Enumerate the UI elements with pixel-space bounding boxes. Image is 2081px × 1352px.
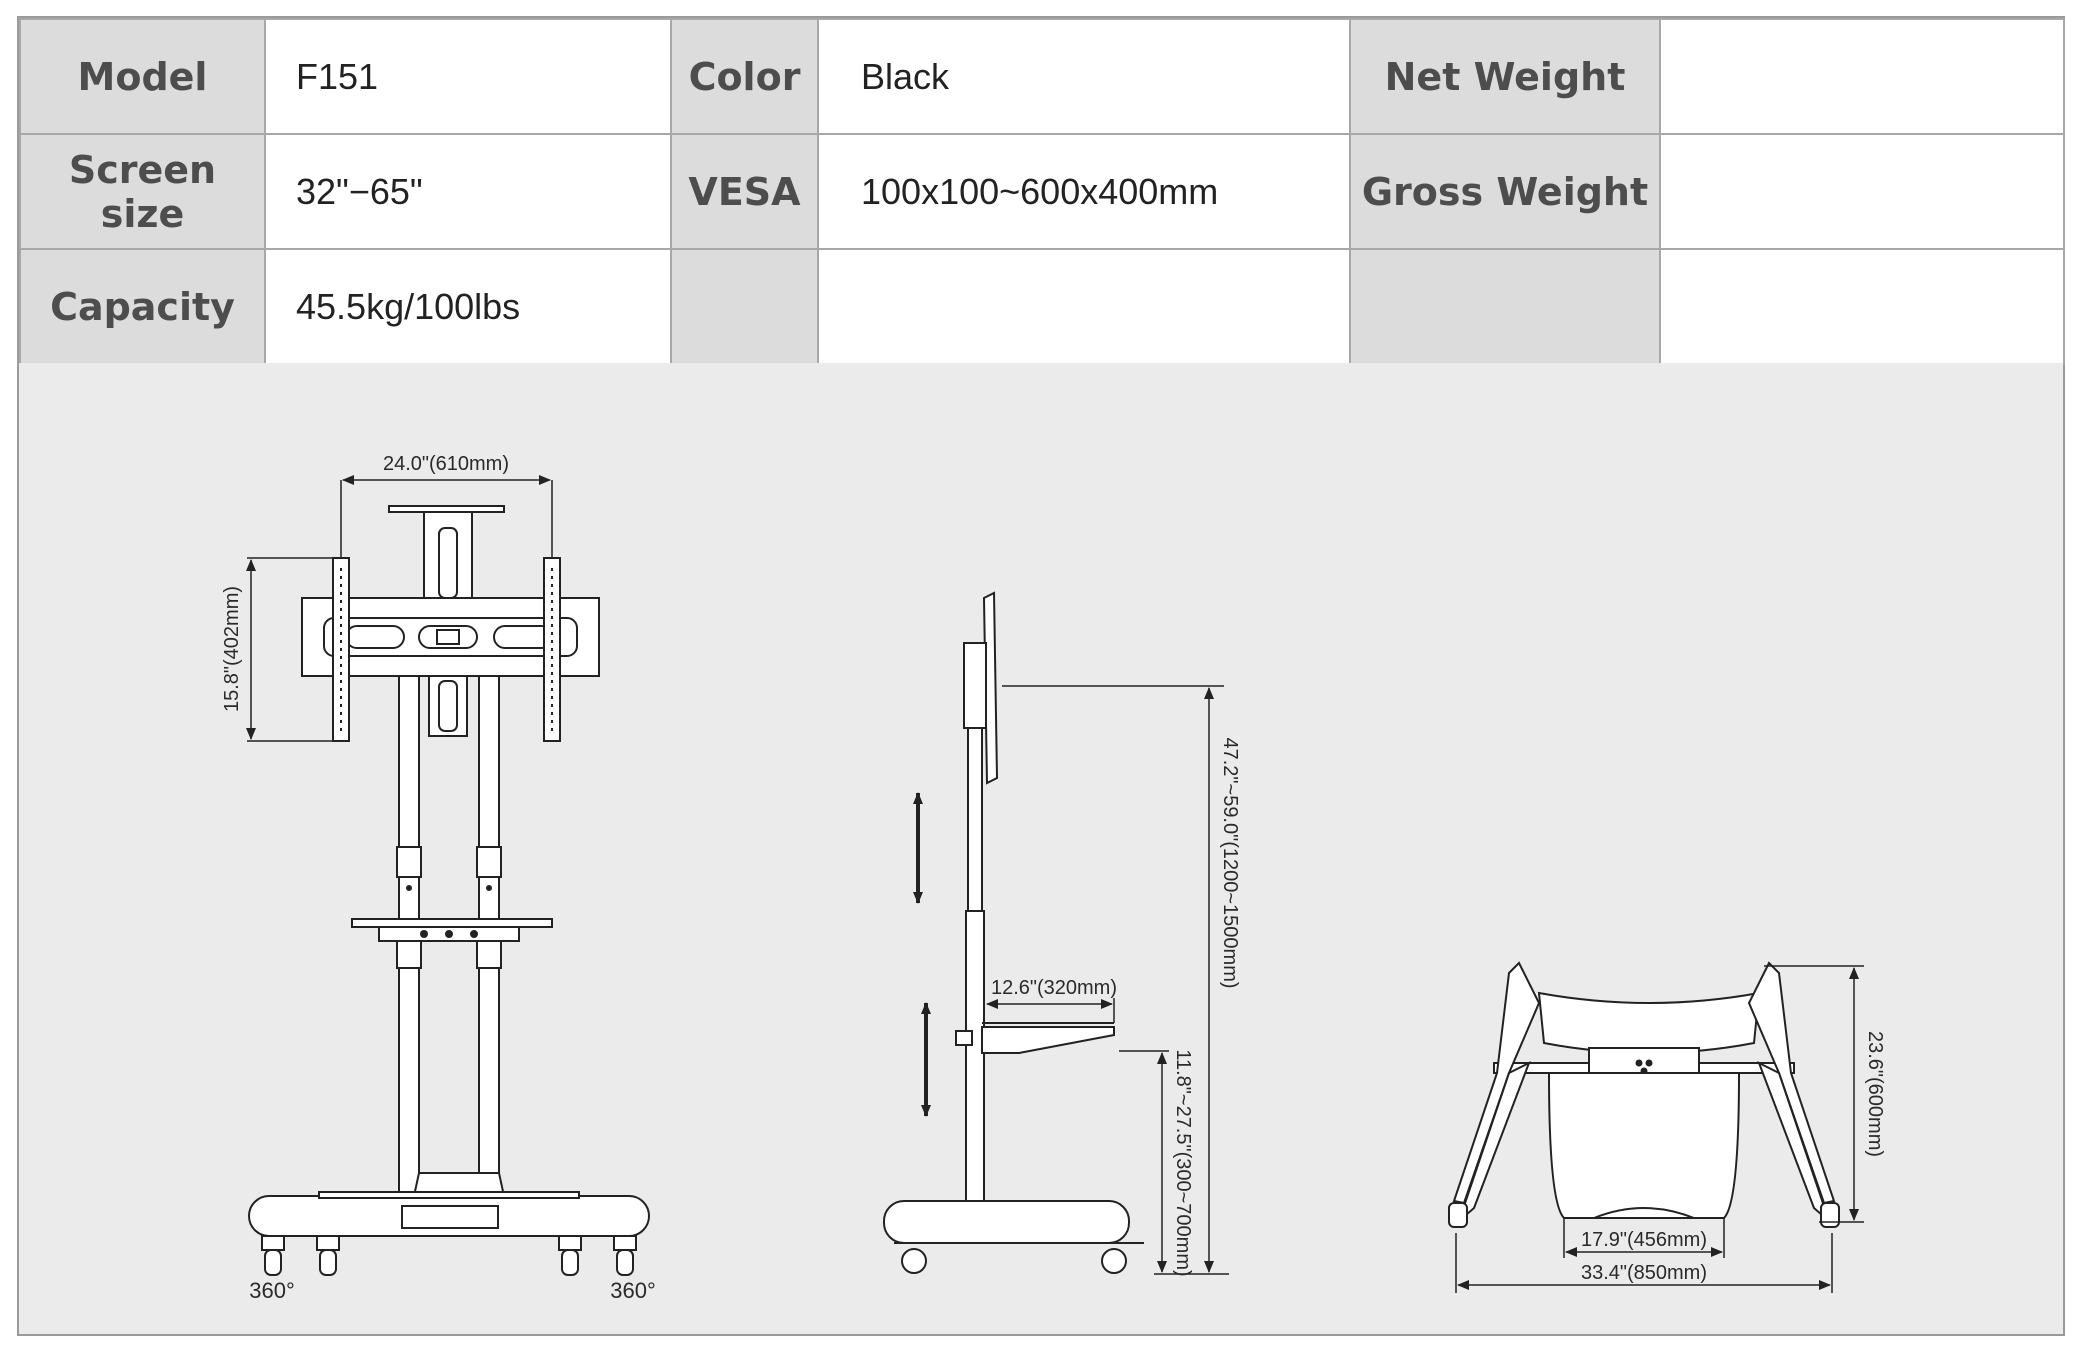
table-row: Model F151 Color Black Net Weight [19, 18, 2065, 135]
base-outer-width-dimension: 33.4"(850mm) [1581, 1262, 1707, 1284]
technical-drawing-area: 24.0"(610mm) 15.8"(402mm) 360° 360° [19, 363, 2063, 1334]
empty-label-cell [1349, 248, 1661, 365]
spec-table: Model F151 Color Black Net Weight Screen… [19, 18, 2065, 365]
technical-drawings: 24.0"(610mm) 15.8"(402mm) 360° 360° [221, 453, 1886, 1303]
empty-value-cell [1659, 248, 2065, 365]
vesa-value: 100x100~600x400mm [817, 133, 1351, 250]
base-inner-width-dimension: 17.9"(456mm) [1581, 1229, 1707, 1251]
screen-size-value: 32"−65" [264, 133, 672, 250]
color-value: Black [817, 18, 1351, 135]
base-view-drawing [1448, 961, 1864, 1293]
side-view-drawing [883, 591, 1229, 1275]
table-row: Screen size 32"−65" VESA 100x100~600x400… [19, 133, 2065, 250]
left-caster-rotation: 360° [249, 1278, 295, 1303]
spec-sheet: Model F151 Color Black Net Weight Screen… [17, 16, 2065, 1336]
screen-size-label: Screen size [19, 133, 266, 250]
shelf-height-dimension: 11.8"~27.5"(300~700mm) [1172, 1049, 1194, 1276]
front-height-dimension: 15.8"(402mm) [221, 586, 243, 712]
gross-weight-value [1659, 133, 2065, 250]
table-row: Capacity 45.5kg/100lbs [19, 248, 2065, 365]
front-view-drawing [246, 475, 650, 1276]
model-value: F151 [264, 18, 672, 135]
model-label: Model [19, 18, 266, 135]
gross-weight-label: Gross Weight [1349, 133, 1661, 250]
vesa-label: VESA [670, 133, 819, 250]
empty-value-cell [817, 248, 1351, 365]
capacity-label: Capacity [19, 248, 266, 365]
color-label: Color [670, 18, 819, 135]
empty-label-cell [670, 248, 819, 365]
front-width-dimension: 24.0"(610mm) [383, 453, 509, 475]
base-depth-dimension: 23.6"(600mm) [1864, 1031, 1886, 1157]
capacity-value: 45.5kg/100lbs [264, 248, 672, 365]
shelf-depth-dimension: 12.6"(320mm) [991, 977, 1117, 999]
net-weight-label: Net Weight [1349, 18, 1661, 135]
right-caster-rotation: 360° [610, 1278, 656, 1303]
net-weight-value [1659, 18, 2065, 135]
total-height-dimension: 47.2"~59.0"(1200~1500mm) [1219, 737, 1241, 988]
